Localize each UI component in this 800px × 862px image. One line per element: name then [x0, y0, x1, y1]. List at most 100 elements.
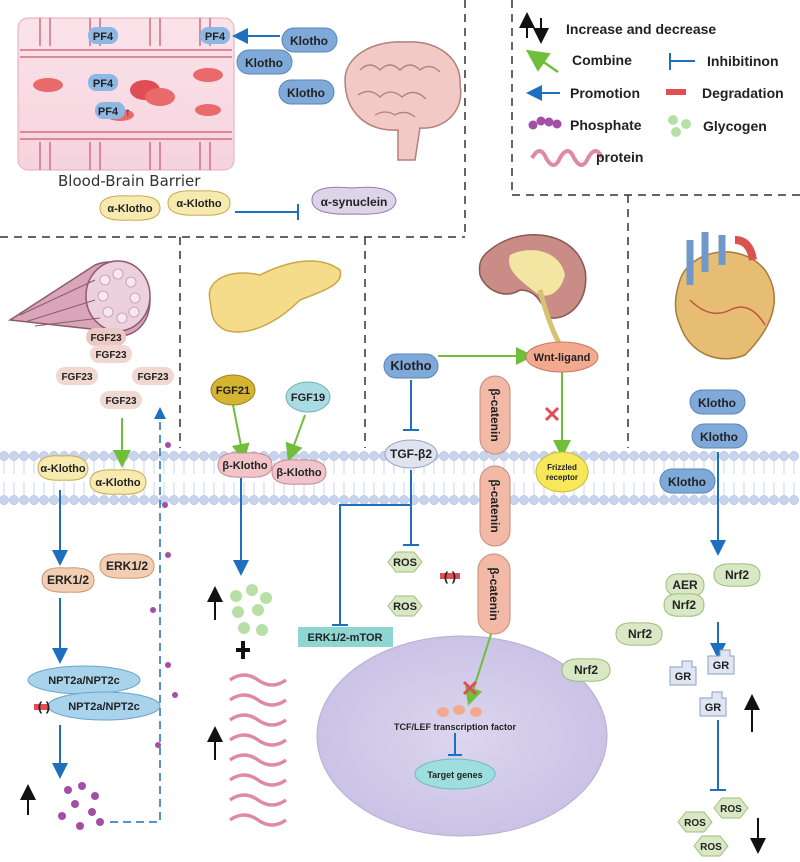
lipid-head [159, 451, 169, 461]
brain-illustration [344, 41, 462, 161]
ros-center-1: ROS [393, 557, 417, 569]
fgf23-label-2: FGF23 [95, 350, 127, 361]
lipid-head [179, 451, 189, 461]
lipid-head [649, 451, 659, 461]
beta-klotho-label-1: β-Klotho [222, 460, 267, 472]
lipid-head [699, 451, 709, 461]
legend-increase: Increase and decrease [566, 21, 717, 37]
legend-degradation: Degradation [702, 85, 784, 101]
muscle-illustration [7, 260, 151, 337]
klotho-right-2: Klotho [700, 430, 738, 444]
lipid-head [369, 451, 379, 461]
heart-illustration [674, 232, 775, 360]
legend-glycogen: Glycogen [703, 118, 767, 134]
lipid-head [359, 495, 369, 505]
ros-center-2: ROS [393, 601, 417, 613]
nrf2-right-label: Nrf2 [725, 568, 749, 582]
lipid-head [749, 495, 759, 505]
lipid-head [609, 451, 619, 461]
legend-protein: protein [596, 149, 644, 165]
lipid-head [689, 451, 699, 461]
lipid-head [739, 495, 749, 505]
lipid-head [659, 451, 669, 461]
lipid-head [169, 495, 179, 505]
lipid-head [439, 451, 449, 461]
lipid-head [669, 451, 679, 461]
legend-graphics [519, 12, 695, 167]
erk-label-1: ERK1/2 [47, 573, 89, 587]
lipid-head [359, 451, 369, 461]
lipid-head [19, 495, 29, 505]
lipid-head [189, 451, 199, 461]
lipid-head [9, 451, 19, 461]
lipid-head [179, 495, 189, 505]
label-group: PF4 PF4 PF4 PF4 ↑ Klotho Klotho Klotho α… [38, 31, 749, 853]
lipid-head [469, 451, 479, 461]
lipid-head [639, 495, 649, 505]
minus-paren-left: ( ) [38, 699, 50, 714]
ros-right-3: ROS [700, 842, 722, 853]
lipid-head [139, 495, 149, 505]
frizzled-label-1: Frizzled [547, 463, 577, 472]
lipid-head [599, 495, 609, 505]
lipid-head [199, 451, 209, 461]
alpha-synuclein-group [99, 186, 397, 221]
klotho-label-bbb-1: Klotho [290, 34, 328, 48]
lipid-head [349, 451, 359, 461]
alpha-klotho-membrane-1: α-Klotho [40, 463, 86, 475]
legend-inhibition: Inhibitinon [707, 53, 779, 69]
lipid-head [219, 495, 229, 505]
lipid-head [89, 495, 99, 505]
lipid-head [259, 495, 269, 505]
lipid-head [139, 451, 149, 461]
lipid-head [69, 495, 79, 505]
lipid-head [39, 495, 49, 505]
lipid-head [729, 495, 739, 505]
lipid-head [569, 495, 579, 505]
lipid-head [549, 495, 559, 505]
fgf23-label-4: FGF23 [105, 396, 137, 407]
klotho-right-1: Klotho [698, 396, 736, 410]
lipid-head [659, 495, 669, 505]
legend-phosphate: Phosphate [570, 117, 642, 133]
lipid-head [319, 495, 329, 505]
npt-label-2: NPT2a/NPT2c [68, 701, 140, 713]
lipid-head [769, 451, 779, 461]
lipid-head [369, 495, 379, 505]
lipid-head [669, 495, 679, 505]
lipid-head [389, 495, 399, 505]
lipid-head [0, 495, 9, 505]
lipid-head [589, 451, 599, 461]
klotho-bbb-group [232, 27, 338, 105]
legend-combine: Combine [572, 52, 632, 68]
gr-label-3: GR [705, 702, 722, 714]
lipid-head [9, 495, 19, 505]
lipid-head [609, 495, 619, 505]
bbb-label: Blood-Brain Barrier [58, 172, 201, 190]
fgf21-pathway [207, 404, 306, 827]
lipid-head [379, 495, 389, 505]
klotho-label-bbb-3: Klotho [287, 86, 325, 100]
wnt-label: Wnt-ligand [534, 352, 591, 364]
lipid-head [529, 451, 539, 461]
lipid-head [769, 495, 779, 505]
lipid-head [329, 495, 339, 505]
lipid-head [129, 451, 139, 461]
lipid-head [209, 451, 219, 461]
pf4-up-arrow: ↑ [125, 105, 131, 119]
lipid-head [99, 495, 109, 505]
lipid-head [729, 451, 739, 461]
fgf23-label-3: FGF23 [61, 372, 93, 383]
lipid-head [339, 495, 349, 505]
lipid-head [439, 495, 449, 505]
lipid-head [749, 451, 759, 461]
lipid-head [99, 451, 109, 461]
lipid-head [89, 451, 99, 461]
lipid-head [679, 495, 689, 505]
lipid-head [579, 495, 589, 505]
lipid-head [539, 495, 549, 505]
pf4-group [88, 27, 230, 119]
lipid-head [309, 451, 319, 461]
lipid-head [589, 495, 599, 505]
